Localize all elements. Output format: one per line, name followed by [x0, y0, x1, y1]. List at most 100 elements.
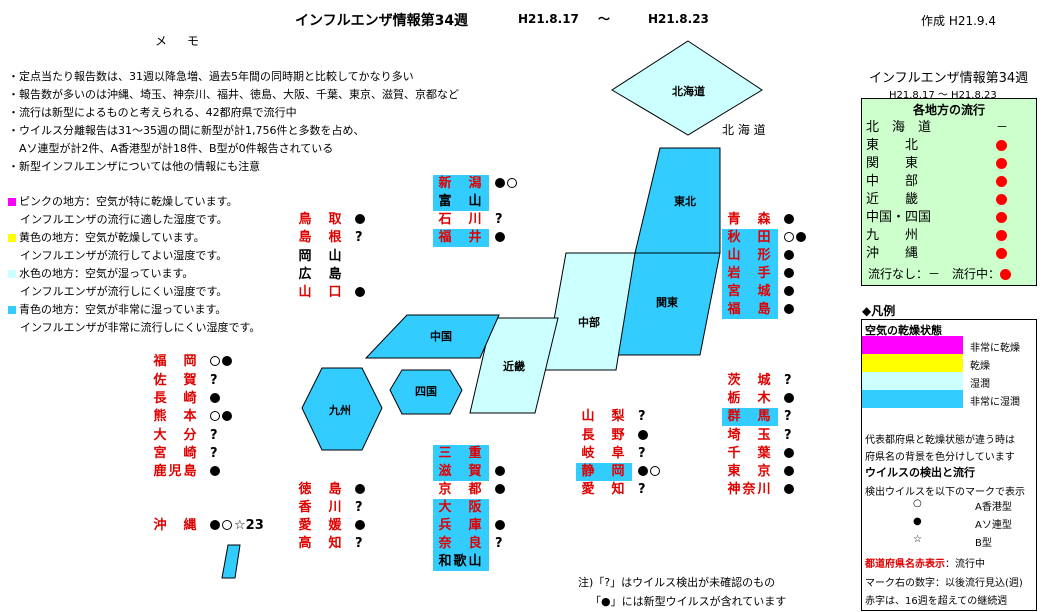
prefecture-label: 佐 賀	[153, 373, 199, 388]
prefecture-label: 岐 阜	[581, 446, 627, 461]
period-tilde: ～	[598, 12, 611, 26]
virus-marks	[638, 427, 650, 445]
unconfirmed-mark: ?	[784, 409, 792, 424]
prefecture-label: 福 岡	[153, 354, 199, 369]
virus-marks	[784, 211, 796, 229]
virus-marks	[495, 463, 507, 481]
virus-note: 検出ウイルスを以下のマークで表示	[865, 487, 1025, 498]
unconfirmed-mark: ?	[638, 409, 646, 424]
virus-marks	[784, 445, 796, 463]
region-status-name: 九 州	[866, 228, 919, 243]
prefecture-label: 大 分	[153, 428, 199, 443]
unconfirmed-mark: ?	[210, 428, 218, 443]
virus-marks: ?	[355, 535, 363, 553]
hokkaido-caption: 北 海 道	[722, 123, 766, 137]
aso-dot-icon	[355, 520, 365, 530]
chugoku-region	[364, 314, 500, 359]
mark-star-label: B型	[975, 538, 992, 549]
region-status-name: 中国・四国	[866, 210, 932, 225]
red-name-note: 都道府県名赤表示：流行中	[865, 559, 985, 570]
virus-marks	[355, 284, 367, 302]
okinawa-region	[221, 544, 241, 579]
prefecture-label: 愛 知	[581, 482, 627, 497]
prefecture-label: 三 重	[433, 445, 489, 463]
tohoku-label: 東北	[674, 194, 696, 208]
legend-bar-very-humid	[862, 390, 963, 408]
shikoku-region	[389, 369, 463, 415]
virus-marks	[638, 463, 662, 481]
virus-marks	[784, 390, 796, 408]
prefecture-label: 石 川	[438, 212, 484, 227]
mark-ring-icon: ○	[913, 498, 922, 509]
virus-marks	[210, 353, 234, 371]
mark-dot-icon: ●	[913, 516, 922, 527]
virus-marks	[495, 229, 507, 247]
region-status-value	[996, 227, 1007, 244]
side-panel-title: インフルエンザ情報第34週	[869, 71, 1029, 86]
aso-dot-icon	[495, 466, 505, 476]
epidemic-dot-icon	[996, 140, 1007, 151]
region-status-value	[996, 191, 1007, 208]
virus-marks: ?	[784, 372, 792, 390]
prefecture-label: 神奈川	[727, 482, 773, 497]
prefecture-label: 秋 田	[722, 229, 778, 247]
page-title: インフルエンザ情報第34週	[295, 13, 469, 29]
unconfirmed-mark: ?	[355, 536, 363, 551]
memo-line: ・ウイルス分離報告は31～35週の間に新型が計1,756件と多数を占め、	[8, 124, 365, 137]
prefecture-label: 熊 本	[153, 409, 199, 424]
virus-marks: ?	[638, 481, 646, 499]
created-date: 作成 H21.9.4	[921, 14, 997, 28]
forecast-number: 3	[254, 518, 264, 533]
virus-marks	[784, 229, 808, 247]
memo-title: メ モ	[155, 34, 204, 48]
red-text-note: 赤字は、16週を超えての継続週	[865, 596, 1008, 607]
virus-marks	[784, 247, 796, 265]
epidemic-dot-icon	[996, 230, 1007, 241]
unconfirmed-mark: ?	[638, 482, 646, 497]
virus-marks: ?	[784, 427, 792, 445]
aso-dot-icon	[638, 430, 648, 440]
prefecture-label: 東 京	[727, 464, 773, 479]
aso-dot-icon	[784, 393, 794, 403]
aso-dot-icon	[784, 286, 794, 296]
chugoku-label: 中国	[430, 329, 452, 343]
aso-dot-icon	[784, 466, 794, 476]
ahk-ring-icon	[222, 520, 232, 530]
prefecture-label: 京 都	[438, 482, 484, 497]
number-note: マーク右の数字：以後流行見込(週)	[865, 578, 1023, 589]
prefecture-label: 長 崎	[153, 391, 199, 406]
ahk-ring-icon	[507, 178, 517, 188]
prefecture-label: 香 川	[298, 500, 344, 515]
mark-star-icon: ☆	[913, 534, 922, 545]
virus-marks: ?	[355, 499, 363, 517]
kyushu-region	[301, 367, 383, 451]
virus-marks: ?	[784, 408, 792, 426]
prefecture-label: 大 阪	[433, 499, 489, 517]
air-dryness-title: 空気の乾燥状態	[865, 324, 942, 337]
prefecture-label: 和歌山	[433, 553, 489, 571]
virus-marks: ?	[210, 445, 218, 463]
prefecture-label: 高 知	[298, 536, 344, 551]
legend-label-humid: 湿潤	[970, 379, 990, 390]
hokkaido-region	[611, 40, 763, 136]
region-status-name: 近 畿	[866, 192, 919, 207]
aso-dot-icon	[210, 466, 220, 476]
unconfirmed-mark: ?	[638, 446, 646, 461]
bg-note-1: 代表都府県と乾燥状態が違う時は	[865, 435, 1015, 446]
virus-marks	[210, 390, 222, 408]
prefecture-label: 群 馬	[722, 408, 778, 426]
mark-ring-label: A香港型	[975, 502, 1012, 513]
virus-marks	[784, 283, 796, 301]
epidemic-dot-icon	[996, 158, 1007, 169]
legend-label-dry: 乾燥	[970, 361, 990, 372]
unconfirmed-mark: ?	[355, 500, 363, 515]
prefecture-label: 山 口	[298, 285, 344, 300]
region-status-value	[996, 245, 1007, 262]
aso-dot-icon	[355, 484, 365, 494]
memo-line: ・報告数が多いのは沖縄、埼玉、神奈川、福井、徳島、大阪、千葉、東京、滋賀、京都な…	[8, 88, 459, 101]
virus-marks	[495, 175, 519, 193]
legend-bar-humid	[862, 372, 963, 390]
epidemic-dot-icon	[1000, 269, 1012, 280]
b-star-icon: ☆	[234, 518, 246, 533]
legend-bar-dry	[862, 354, 963, 372]
